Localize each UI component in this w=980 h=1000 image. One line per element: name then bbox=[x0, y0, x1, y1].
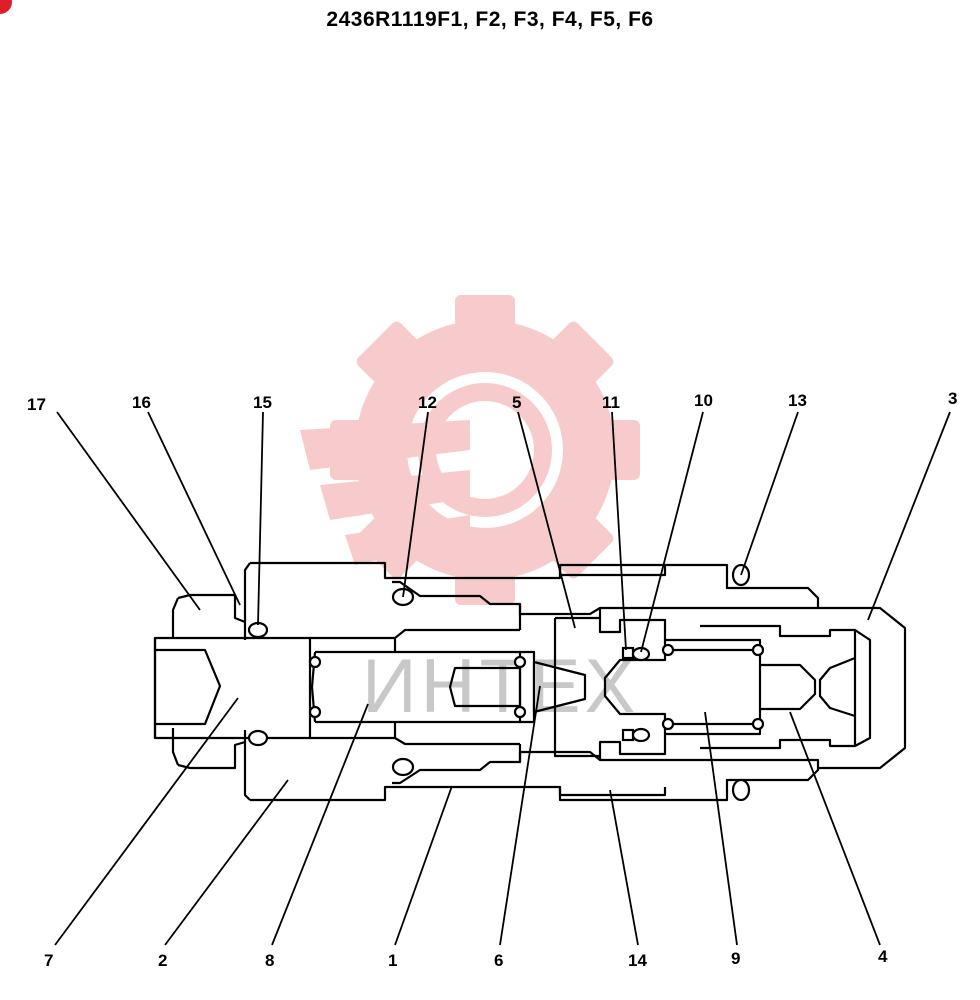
callout-12: 12 bbox=[418, 393, 437, 412]
callout-10: 10 bbox=[694, 391, 713, 410]
o-ring-15 bbox=[247, 621, 269, 639]
callout-17: 17 bbox=[27, 395, 46, 414]
o-ring-10 bbox=[631, 646, 651, 662]
callout-6: 6 bbox=[494, 951, 503, 970]
seals bbox=[247, 563, 765, 802]
o-ring-13b bbox=[731, 778, 751, 802]
callout-4: 4 bbox=[878, 947, 888, 966]
leader-lines bbox=[54, 411, 951, 946]
o-ring-12b bbox=[391, 757, 415, 777]
o-ring-10b bbox=[631, 727, 651, 743]
callout-8: 8 bbox=[265, 951, 274, 970]
valve-body bbox=[153, 561, 907, 802]
watermark-text: ИНТЕХ bbox=[362, 644, 639, 729]
callout-14: 14 bbox=[628, 951, 647, 970]
callout-13: 13 bbox=[788, 391, 807, 410]
callout-labels: 17 16 15 12 5 11 10 13 3 7 2 8 1 6 14 9 … bbox=[27, 389, 957, 970]
callout-3: 3 bbox=[948, 389, 957, 408]
backup-ring-11b bbox=[621, 728, 635, 742]
callout-5: 5 bbox=[512, 393, 521, 412]
callout-1: 1 bbox=[388, 951, 397, 970]
backup-ring-11 bbox=[621, 646, 635, 660]
callout-2: 2 bbox=[158, 951, 167, 970]
gear-logo bbox=[300, 295, 640, 605]
drawing-title: 2436R1119F1, F2, F3, F4, F5, F6 bbox=[326, 8, 654, 31]
callout-11: 11 bbox=[602, 393, 620, 412]
callout-7: 7 bbox=[44, 951, 53, 970]
callout-15: 15 bbox=[253, 393, 272, 412]
callout-16: 16 bbox=[132, 393, 151, 412]
o-ring-15b bbox=[247, 729, 269, 747]
callout-9: 9 bbox=[731, 949, 740, 968]
